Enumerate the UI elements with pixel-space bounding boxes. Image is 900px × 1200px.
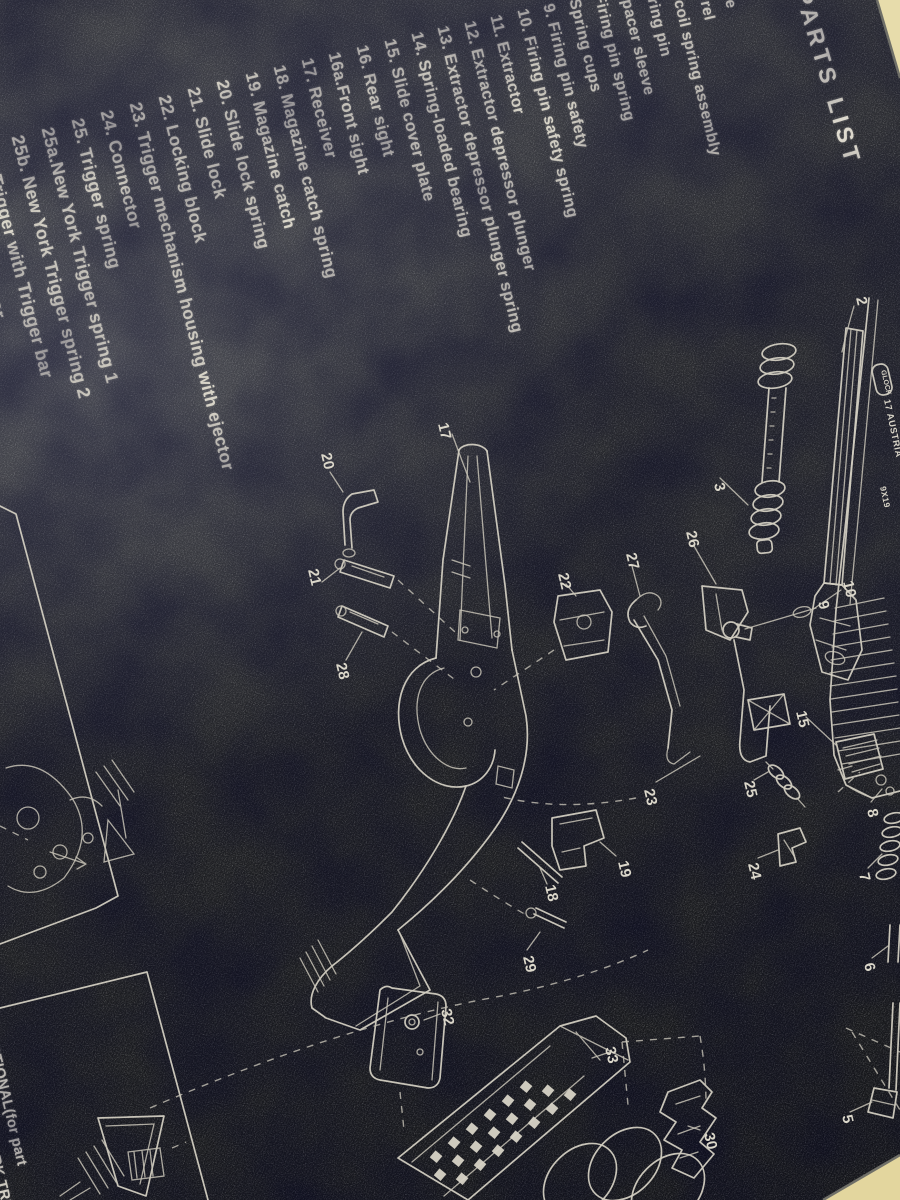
- trigger-pin-drawing: [336, 606, 458, 682]
- callout-number-22: 22: [554, 571, 574, 591]
- callout-number-27: 27: [622, 551, 642, 571]
- callout-number-18: 18: [541, 883, 561, 903]
- locking-block-drawing: [494, 584, 612, 690]
- callout-number-32: 32: [437, 1007, 457, 1027]
- callout-number-25: 25: [740, 779, 760, 799]
- follower-and-spring-drawing: [529, 1028, 900, 1200]
- callout-number-5: 5: [838, 1113, 856, 1125]
- callout-number-10: 10: [839, 579, 859, 599]
- callout-number-21: 21: [304, 567, 324, 587]
- table-surface-corners: [823, 0, 900, 1200]
- assembly-arrow: [50, 852, 86, 869]
- callout-number-17: 17: [434, 421, 454, 441]
- callout-number-9: 9: [814, 599, 832, 611]
- firing-pin-safety-drawing: [723, 590, 841, 640]
- firing-pin-parts-drawing: [850, 775, 900, 1118]
- slide-cover-plate-drawing: [806, 717, 883, 779]
- callout-number-23: 23: [640, 787, 660, 807]
- trigger-spring-connector-drawing: [754, 762, 806, 866]
- magazine-catch-parts-drawing: [470, 810, 616, 950]
- callout-number-8: 8: [863, 807, 881, 819]
- callout-number-33: 33: [601, 1045, 621, 1065]
- callout-number-6: 6: [860, 961, 878, 973]
- slide-lock-spring-drawing: [330, 472, 378, 557]
- mat-edge-top-right: [877, 0, 900, 78]
- callout-number-24: 24: [744, 861, 764, 882]
- callout-number-28: 28: [332, 661, 352, 681]
- trigger-with-bar-drawing: [498, 546, 790, 805]
- callout-number-29: 29: [519, 954, 539, 974]
- callout-number-20: 20: [317, 451, 337, 471]
- slide-stop-lever-drawing: [628, 566, 690, 764]
- assembly-dashed-line: [150, 950, 648, 1108]
- optional-trigger-inset-box: [0, 972, 208, 1200]
- callout-number-19: 19: [614, 859, 634, 879]
- slide-lock-drawing: [322, 559, 455, 632]
- left-inset-box: [0, 506, 134, 944]
- callout-number-2: 2: [852, 295, 870, 307]
- callout-number-3: 3: [710, 481, 728, 493]
- callout-number-30: 30: [700, 1131, 720, 1151]
- recoil-spring-assembly-drawing: [720, 342, 797, 554]
- callout-number-15: 15: [792, 709, 812, 729]
- mat-edge-bottom-right: [823, 1155, 900, 1200]
- slide-caliber-text: 9X19: [878, 485, 892, 508]
- callout-number-7: 7: [855, 871, 873, 883]
- callout-number-26: 26: [682, 529, 702, 549]
- magazine-witness-holes: [429, 1080, 577, 1186]
- receiver-drawing: [300, 434, 527, 1030]
- barrel-drawing: [810, 306, 863, 680]
- magazine-floor-plate-drawing: [370, 986, 446, 1130]
- magazine-tube-drawing: [398, 1016, 630, 1200]
- slide-drawing: [830, 298, 900, 798]
